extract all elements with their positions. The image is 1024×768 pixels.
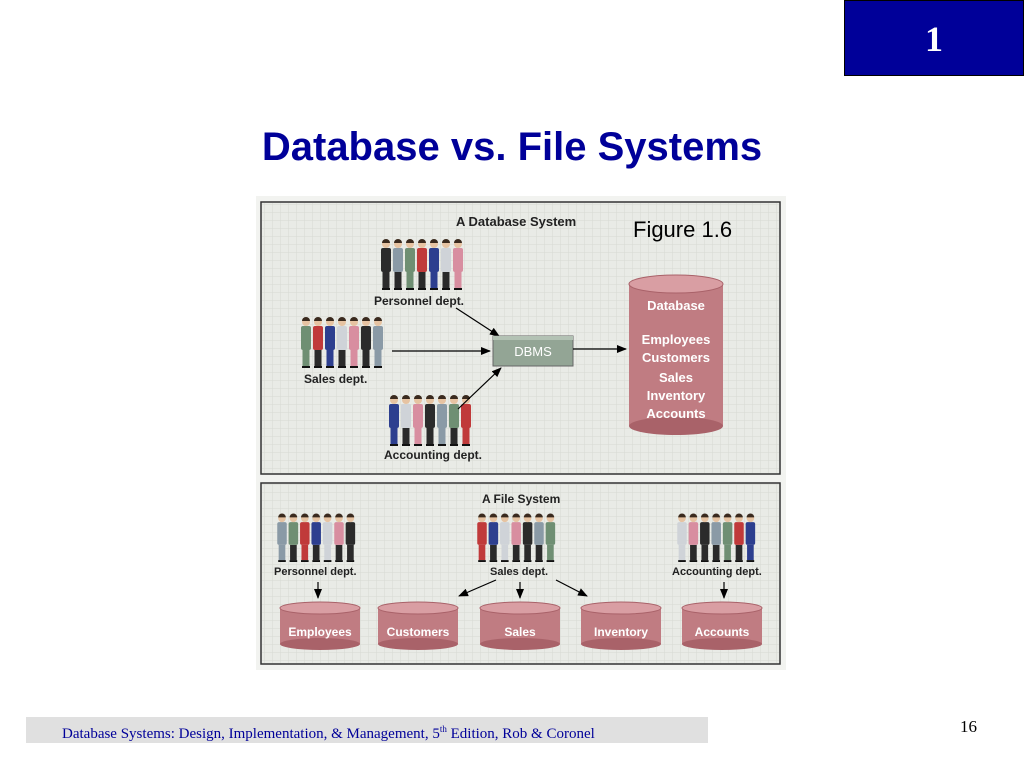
footer-text-main: Database Systems: Design, Implementation… bbox=[62, 726, 440, 742]
database-item: Accounts bbox=[646, 406, 705, 421]
figure-diagram: A Database System Figure 1.6 Personnel d… bbox=[256, 196, 786, 670]
person-figure bbox=[488, 513, 499, 562]
person-figure bbox=[401, 395, 411, 446]
person-figure bbox=[437, 395, 447, 446]
person-figure bbox=[277, 513, 287, 562]
fs-accounting-label: Accounting dept. bbox=[672, 566, 762, 578]
accounting-people-icon bbox=[389, 395, 471, 446]
person-figure bbox=[449, 395, 459, 446]
sales-people-icon bbox=[301, 317, 383, 368]
person-figure bbox=[511, 513, 521, 562]
person-figure bbox=[688, 513, 699, 562]
dbms-box: DBMS bbox=[492, 335, 574, 367]
person-figure bbox=[345, 513, 356, 562]
footer-citation: Database Systems: Design, Implementation… bbox=[62, 724, 595, 743]
person-figure bbox=[711, 513, 721, 562]
figure-caption: Figure 1.6 bbox=[633, 217, 732, 242]
person-figure bbox=[300, 513, 310, 562]
fs-personnel-label: Personnel dept. bbox=[274, 566, 357, 578]
person-figure bbox=[500, 513, 510, 562]
arrow-fs-sales-customers bbox=[458, 579, 497, 597]
person-figure bbox=[413, 395, 423, 446]
personnel-people-icon bbox=[381, 239, 463, 290]
person-figure bbox=[745, 513, 756, 562]
file-cylinder: Inventory bbox=[580, 601, 662, 650]
person-figure bbox=[545, 513, 556, 562]
file-cylinder: Customers bbox=[377, 601, 459, 650]
person-figure bbox=[349, 317, 359, 368]
person-figure bbox=[288, 513, 299, 562]
person-figure bbox=[461, 395, 471, 446]
person-figure bbox=[453, 239, 463, 290]
person-figure bbox=[311, 513, 321, 562]
database-item: Employees bbox=[642, 332, 711, 347]
file-system-panel: A File System Personnel dept. Sales dept… bbox=[260, 482, 781, 665]
fs-accounting-people-icon bbox=[677, 513, 756, 562]
footer-superscript: th bbox=[439, 724, 447, 734]
database-item: Inventory bbox=[647, 388, 706, 403]
database-item: Sales bbox=[659, 370, 693, 385]
file-cylinder: Employees bbox=[279, 601, 361, 650]
person-figure bbox=[373, 317, 383, 368]
footer-text-end: Edition, Rob & Coronel bbox=[446, 726, 595, 742]
database-cylinder: Database Employees Customers Sales Inven… bbox=[628, 274, 724, 435]
person-figure bbox=[325, 317, 335, 368]
person-figure bbox=[677, 513, 687, 562]
arrow-fs-sales-inventory bbox=[555, 579, 588, 597]
person-figure bbox=[734, 513, 744, 562]
footer-bar bbox=[26, 717, 708, 743]
person-figure bbox=[534, 513, 544, 562]
file-label: Inventory bbox=[594, 625, 648, 639]
file-cylinder: Sales bbox=[479, 601, 561, 650]
person-figure bbox=[389, 395, 399, 446]
fs-sales-label: Sales dept. bbox=[490, 566, 548, 578]
database-item: Customers bbox=[642, 350, 710, 365]
person-figure bbox=[522, 513, 533, 562]
slide-title: Database vs. File Systems bbox=[261, 125, 763, 169]
person-figure bbox=[722, 513, 733, 562]
person-figure bbox=[301, 317, 311, 368]
person-figure bbox=[700, 513, 710, 562]
file-label: Employees bbox=[288, 625, 352, 639]
person-figure bbox=[393, 239, 403, 290]
database-system-panel: A Database System Figure 1.6 Personnel d… bbox=[260, 201, 781, 475]
db-personnel-label: Personnel dept. bbox=[374, 294, 464, 308]
db-sales-label: Sales dept. bbox=[304, 372, 367, 386]
fs-sales-people-icon bbox=[477, 513, 556, 562]
arrow-accounting-to-dbms bbox=[457, 367, 502, 410]
person-figure bbox=[405, 239, 415, 290]
chapter-number-box: 1 bbox=[844, 0, 1024, 76]
db-accounting-label: Accounting dept. bbox=[384, 448, 482, 462]
person-figure bbox=[322, 513, 333, 562]
person-figure bbox=[337, 317, 347, 368]
fs-personnel-people-icon bbox=[277, 513, 356, 562]
page-number: 16 bbox=[960, 717, 977, 736]
file-label: Sales bbox=[504, 625, 536, 639]
person-figure bbox=[425, 395, 435, 446]
file-cylinder: Accounts bbox=[681, 601, 763, 650]
file-label: Accounts bbox=[695, 625, 750, 639]
person-figure bbox=[361, 317, 371, 368]
file-system-heading: A File System bbox=[482, 492, 560, 506]
person-figure bbox=[429, 239, 439, 290]
file-label: Customers bbox=[387, 625, 450, 639]
person-figure bbox=[477, 513, 487, 562]
dbms-label: DBMS bbox=[514, 344, 552, 359]
person-figure bbox=[334, 513, 344, 562]
person-figure bbox=[441, 239, 451, 290]
database-system-heading: A Database System bbox=[456, 214, 576, 229]
person-figure bbox=[381, 239, 391, 290]
arrow-personnel-to-dbms bbox=[455, 307, 500, 337]
person-figure bbox=[313, 317, 323, 368]
person-figure bbox=[417, 239, 427, 290]
database-label: Database bbox=[647, 298, 705, 313]
